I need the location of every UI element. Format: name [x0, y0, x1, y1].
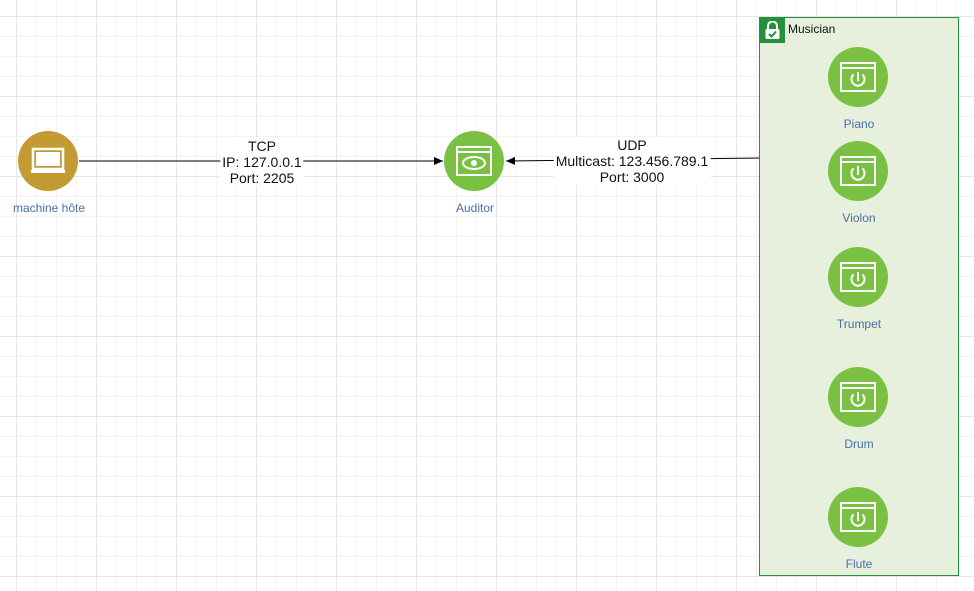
auditor-node[interactable] [444, 131, 504, 191]
power-icon [840, 62, 876, 92]
udp-edge-label[interactable]: UDP Multicast: 123.456.789.1 Port: 3000 [553, 137, 711, 185]
eye-icon [456, 146, 492, 176]
member-node-violon[interactable] [828, 141, 888, 201]
host-node[interactable] [18, 131, 78, 191]
host-label: machine hôte [12, 201, 86, 215]
udp-multicast-text: Multicast: 123.456.789.1 [555, 153, 709, 169]
tcp-edge-label[interactable]: TCP IP: 127.0.0.1 Port: 2205 [220, 138, 304, 186]
auditor-label: Auditor [455, 201, 495, 215]
member-node-trumpet[interactable] [828, 247, 888, 307]
monitor-icon [31, 147, 65, 173]
lock-icon [760, 18, 785, 43]
member-node-drum[interactable] [828, 367, 888, 427]
member-label-trumpet: Trumpet [836, 317, 882, 331]
power-icon [840, 502, 876, 532]
member-label-flute: Flute [845, 557, 873, 571]
udp-protocol-text: UDP [617, 137, 647, 153]
udp-port-text: Port: 3000 [599, 169, 665, 185]
member-label-drum: Drum [844, 437, 874, 451]
power-icon [840, 156, 876, 186]
member-label-piano: Piano [843, 117, 875, 131]
power-icon [840, 262, 876, 292]
member-label-violon: Violon [842, 211, 876, 225]
member-node-flute[interactable] [828, 487, 888, 547]
group-title: Musician [788, 22, 836, 36]
member-node-piano[interactable] [828, 47, 888, 107]
power-icon [840, 382, 876, 412]
tcp-protocol-text: TCP [248, 138, 276, 154]
tcp-ip-text: IP: 127.0.0.1 [222, 154, 302, 170]
tcp-port-text: Port: 2205 [229, 170, 295, 186]
